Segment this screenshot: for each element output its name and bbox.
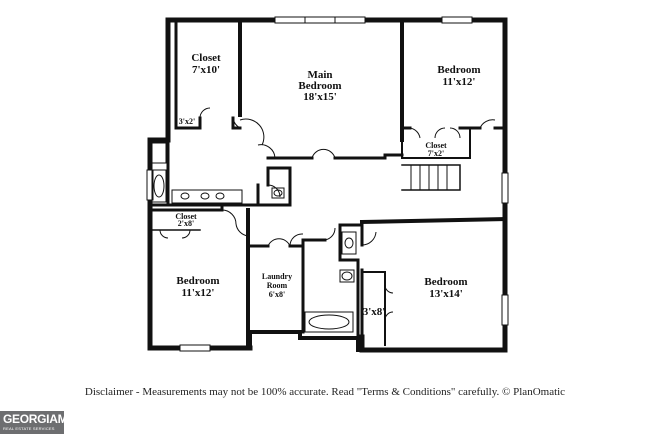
logo-subtext: REAL ESTATE SERVICES [3, 426, 55, 431]
closet-top-name: Closet [191, 52, 221, 64]
room-labels: Closet 7'x10' Main Bedroom 18'x15' Bedro… [175, 52, 480, 318]
doors [159, 107, 496, 321]
disclaimer-text: Disclaimer - Measurements may not be 100… [84, 386, 566, 398]
bedroom-left-name: Bedroom [176, 275, 219, 287]
laundry-name-2: Room [267, 281, 288, 290]
bedroom-bottom-right-dim: 13'x14' [429, 288, 463, 300]
closet-left-name: Closet [175, 212, 197, 221]
logo-text: GEORGIAMLS [3, 412, 83, 426]
closet-top-dim: 7'x10' [192, 64, 220, 76]
bedroom-top-right-name: Bedroom [437, 64, 480, 76]
closet-bottom-dim: 3'x8' [363, 306, 386, 318]
bedroom-bottom-right-name: Bedroom [424, 276, 467, 288]
walls [146, 16, 509, 353]
main-bedroom-name-1: Main [307, 69, 332, 81]
main-bedroom-dim: 18'x15' [303, 91, 337, 103]
georgia-mls-logo: GEORGIAMLS REAL ESTATE SERVICES [0, 411, 82, 434]
closet-right-name: Closet [425, 141, 447, 150]
laundry-dim: 6'x8' [269, 290, 285, 299]
fixtures [151, 142, 357, 333]
closet-right-dim: 7'x2' [428, 149, 444, 158]
main-bedroom-name-2: Bedroom [298, 80, 341, 92]
small-closet-dim: 3'x2' [179, 117, 195, 126]
laundry-name-1: Laundry [262, 272, 292, 281]
bedroom-top-right-dim: 11'x12' [442, 76, 475, 88]
closet-left-dim: 2'x8' [178, 219, 194, 228]
bedroom-left-dim: 11'x12' [181, 287, 214, 299]
